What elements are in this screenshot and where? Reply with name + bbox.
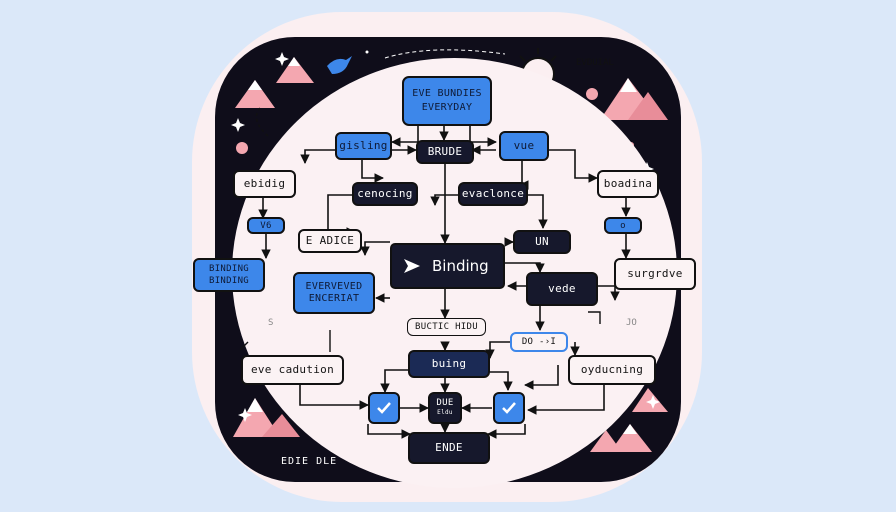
node-un[interactable]: UN [513,230,571,254]
connector [367,424,411,439]
node-surgrdve-label: surgrdve [627,267,683,280]
node-buing-label: buing [431,357,467,370]
connector [528,194,548,229]
node-evervevd-line1: EVERVEVED [305,281,363,292]
node-ende-label: ENDE [435,441,463,454]
connector [391,125,419,147]
connector [485,341,510,359]
node-ende[interactable]: ENDE [408,432,490,464]
node-due-line2: Eldu [437,409,453,416]
bird-icon [327,56,352,74]
connector [469,125,497,147]
connector [361,160,384,183]
node-boadina[interactable]: boadina [597,170,659,198]
node-e-adice[interactable]: E ADICE [298,229,362,253]
node-due[interactable]: DUE Eldu [428,392,462,424]
node-oyducning[interactable]: oyducning [568,355,656,385]
mountain-icon [235,57,314,108]
connector [505,262,545,273]
connector [490,371,513,391]
node-vue-label: vue [513,139,535,152]
node-do-arrows[interactable]: DO -›I [510,332,568,352]
node-o-label: o [620,220,626,231]
mountain-icon [590,388,668,452]
checkmark-icon [502,402,516,414]
node-evervevd-line2: ENCERIAT [308,293,360,304]
connector [430,194,458,206]
node-evaclonce-label: evaclonce [461,187,525,200]
chevron-right-icon [404,259,420,273]
connector [487,424,526,439]
node-boadina-label: boadina [603,177,653,190]
node-do-arrows-label: DO -›I [521,337,557,347]
connector [527,385,605,415]
node-surgrdve[interactable]: surgrdve [614,258,696,290]
node-buctic-hidu[interactable]: BUCTIC HIDU [407,318,486,336]
connector [300,149,335,164]
mountain-icon [600,78,668,120]
node-eve-bundies-line2: EVERYDAY [421,102,473,113]
node-buctic-hidu-label: BUCTIC HIDU [415,322,478,332]
node-cenocing[interactable]: cenocing [352,182,418,206]
node-gisling[interactable]: gisling [335,132,392,160]
node-due-line1: DUE [436,398,454,408]
connector [548,149,598,183]
connector [380,369,408,393]
node-vede-label: vede [548,282,576,295]
node-oyducning-label: oyducning [580,363,644,376]
node-brude-label: BRUDE [427,145,463,158]
node-binding-binding-line2: BINDING [208,276,250,286]
connector [299,385,369,410]
node-binding-binding[interactable]: BINDING BINDING [193,258,265,292]
node-evervevd[interactable]: EVERVEVED ENCERIAT [293,272,375,314]
label-side-right: JO [626,318,637,328]
node-evaclonce[interactable]: evaclonce [458,182,528,206]
mountain-icon [233,398,300,437]
connector [360,241,390,256]
label-edie-dle: EDIE DLE [281,456,338,467]
node-ebidig-label: ebidig [243,177,286,190]
check-box-left[interactable] [368,392,400,424]
label-side-left: S [268,318,274,328]
node-eve-bundies[interactable]: EVE BUNDIES EVERYDAY [402,76,492,126]
node-gisling-label: gisling [339,139,388,152]
node-v6-label: V6 [260,220,272,231]
node-buing[interactable]: buing [408,350,490,378]
node-e-adice-label: E ADICE [305,234,355,247]
connector [524,365,559,390]
node-ebidig[interactable]: ebidig [233,170,296,198]
connector [598,285,620,301]
checkmark-icon [377,402,391,414]
check-box-right[interactable] [493,392,525,424]
node-vue[interactable]: vue [499,131,549,161]
node-un-label: UN [535,235,549,248]
label-evdual: EVDUIAL [576,58,614,68]
node-v6[interactable]: V6 [247,217,285,234]
node-eve-cadution-label: eve cadution [250,363,335,376]
node-vede[interactable]: vede [526,272,598,306]
node-eve-bundies-line1: EVE BUNDIES [412,88,482,99]
node-binding-binding-line1: BINDING [208,264,250,274]
node-binding-main-label: Binding [432,257,489,275]
node-brude[interactable]: BRUDE [416,140,474,164]
node-eve-cadution[interactable]: eve cadution [241,355,344,385]
node-o[interactable]: o [604,217,642,234]
node-cenocing-label: cenocing [357,187,413,200]
connector [327,194,356,237]
node-binding-main[interactable]: Binding [390,243,505,289]
